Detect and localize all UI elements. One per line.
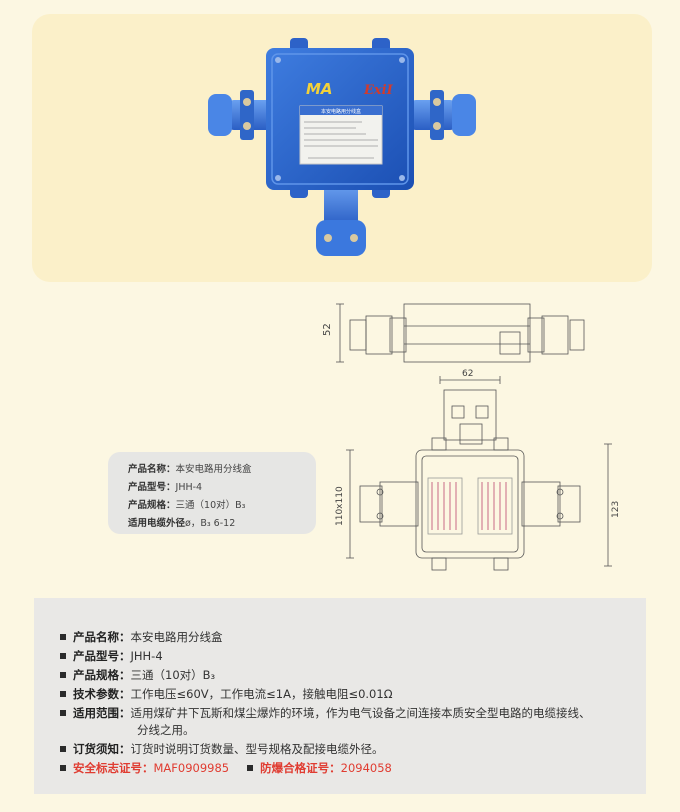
spec-card-row: 产品名称：本安电路用分线盒 — [128, 464, 252, 475]
spec-card-row: 适用电缆外径ø，B₃ 6-12 — [128, 518, 236, 529]
dim-110-label: 110x110 — [335, 486, 345, 526]
junction-box-illustration: MA ExiI 本安电路用分线盒 — [208, 38, 476, 256]
detail-product-model: 产品型号：JHH-4 — [60, 648, 646, 665]
nameplate — [299, 105, 383, 165]
spec-card: 产品名称：本安电路用分线盒 产品型号：JHH-4 产品规格：三通（10对）B₃ … — [108, 452, 316, 534]
detail-product-name: 产品名称：本安电路用分线盒 — [60, 629, 646, 646]
right-cable-gland — [410, 90, 476, 140]
detail-tech-params: 技术参数：工作电压≤60V，工作电流≤1A，接触电阻≤0.01Ω — [60, 686, 646, 703]
dim-123-label: 123 — [611, 501, 620, 518]
details-panel: 产品名称：本安电路用分线盒 产品型号：JHH-4 产品规格：三通（10对）B₃ … — [34, 598, 646, 794]
ma-logo: MA — [306, 80, 333, 98]
plan-view — [346, 376, 612, 571]
hero-product-photo: MA ExiI 本安电路用分线盒 — [32, 14, 652, 282]
spec-card-row: 产品型号：JHH-4 — [128, 482, 203, 493]
bottom-cable-gland — [316, 184, 366, 256]
detail-scope: 适用范围：适用煤矿井下瓦斯和煤尘爆炸的环境，作为电气设备之间连接本质安全型电路的… — [60, 705, 630, 739]
dim-52-label: 52 — [322, 323, 333, 336]
technical-drawing: 52 — [320, 296, 621, 580]
dim-62-label: 62 — [462, 369, 473, 379]
exi-logo: ExiI — [363, 83, 394, 98]
spec-card-row: 产品规格：三通（10对）B₃ — [128, 500, 246, 511]
detail-order-notes: 订货须知：订货时说明订货数量、型号规格及配接电缆外径。 — [60, 741, 646, 758]
nameplate-title: 本安电路用分线盒 — [321, 108, 361, 115]
left-cable-gland — [208, 90, 274, 140]
side-view — [336, 303, 585, 363]
detail-product-spec: 产品规格：三通（10对）B₃ — [60, 667, 646, 684]
